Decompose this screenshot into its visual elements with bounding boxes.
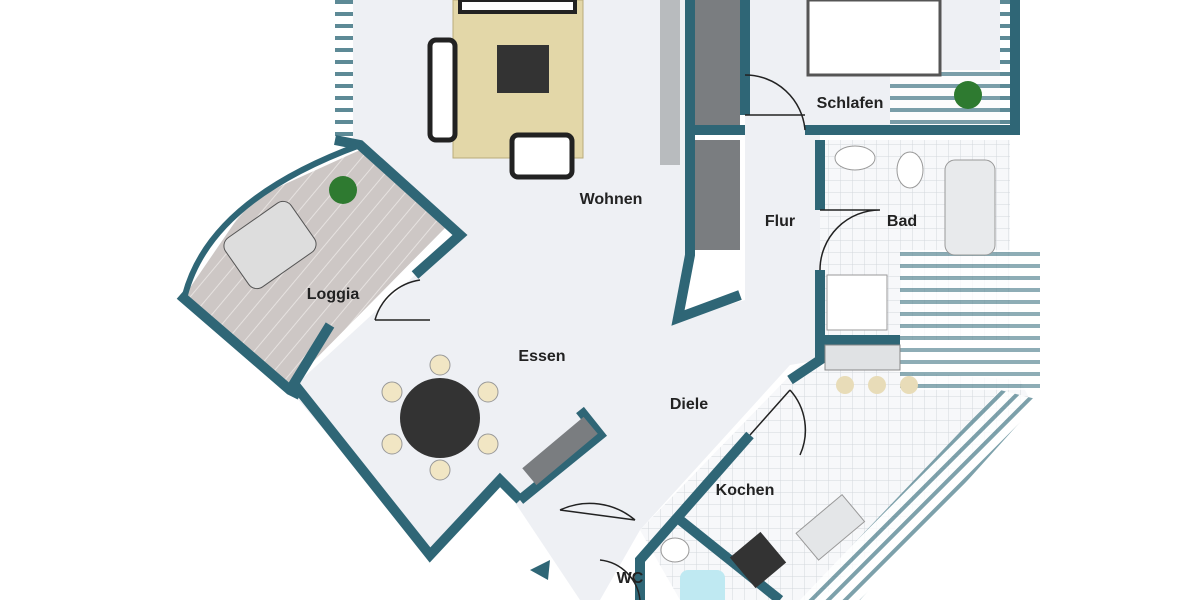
- window: [335, 0, 353, 140]
- floor-loggia: [185, 150, 445, 385]
- wall: [291, 381, 524, 563]
- sofa: [427, 37, 458, 143]
- armchair: [509, 132, 575, 180]
- chair: [477, 433, 499, 455]
- door: [749, 389, 807, 456]
- room-label-kochen: Kochen: [715, 482, 775, 499]
- shower: [826, 274, 888, 331]
- room-label-schlafen: Schlafen: [816, 95, 884, 112]
- wall: [285, 322, 335, 393]
- wc-sink: [660, 537, 690, 563]
- window: [800, 390, 1040, 600]
- bar-counter: [824, 344, 901, 371]
- wall: [635, 431, 754, 600]
- room-label-loggia: Loggia: [306, 286, 360, 303]
- chair: [429, 459, 451, 481]
- room-label-bad: Bad: [886, 213, 918, 230]
- window: [890, 70, 1010, 130]
- door: [744, 74, 806, 131]
- door: [599, 559, 641, 600]
- tv-cabinet: [660, 0, 680, 165]
- chair: [381, 433, 403, 455]
- door: [374, 279, 430, 321]
- toilet: [896, 151, 924, 189]
- dining-table: [400, 378, 480, 458]
- wc-tub: [680, 570, 725, 600]
- wall: [787, 345, 825, 385]
- chair: [477, 381, 499, 403]
- plant: [329, 176, 357, 204]
- kitchen-sink: [795, 493, 866, 561]
- room-label-essen: Essen: [518, 348, 566, 365]
- sofa: [458, 0, 577, 14]
- wall: [516, 406, 608, 504]
- stool: [868, 376, 886, 394]
- bed: [806, 0, 942, 77]
- stove: [729, 531, 787, 589]
- wardrobe: [695, 140, 740, 250]
- plant: [954, 81, 982, 109]
- wall: [815, 270, 900, 345]
- room-label-wc: WC: [616, 570, 644, 587]
- door: [819, 209, 881, 271]
- chair: [429, 354, 451, 376]
- door: [559, 502, 636, 521]
- wall: [182, 142, 362, 296]
- entrance-arrow-icon: [530, 560, 550, 580]
- chair: [381, 381, 403, 403]
- stool: [900, 376, 918, 394]
- room-label-wohnen: Wohnen: [579, 191, 643, 208]
- room-label-diele: Diele: [669, 396, 709, 413]
- wardrobe: [695, 0, 740, 125]
- bathtub: [944, 159, 996, 256]
- wall: [805, 0, 1020, 135]
- window: [900, 250, 1040, 390]
- floor-kitchen: [640, 365, 1030, 600]
- sink: [834, 145, 876, 171]
- coffee-table: [497, 45, 549, 93]
- stool: [836, 376, 854, 394]
- cabinet: [522, 416, 598, 486]
- room-label-flur: Flur: [764, 213, 796, 230]
- lounge-chair: [223, 200, 317, 290]
- wall: [334, 135, 468, 279]
- wall: [676, 516, 784, 600]
